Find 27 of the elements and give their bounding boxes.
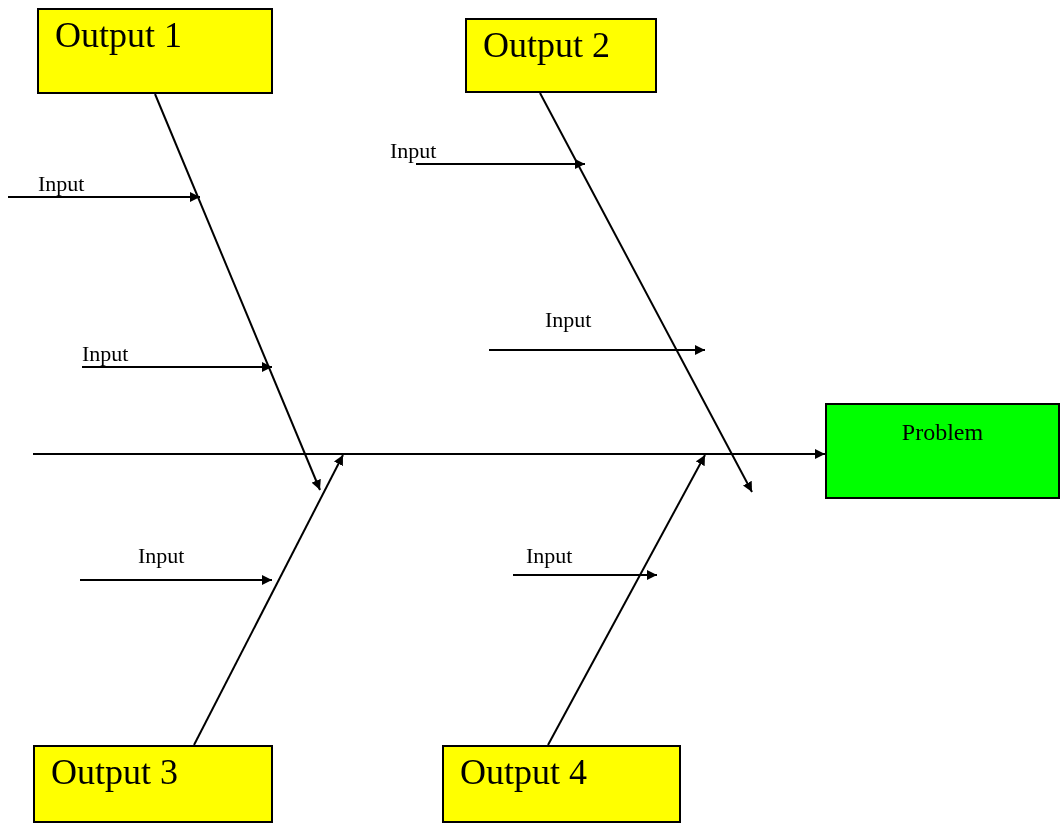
output-box bbox=[37, 8, 273, 94]
input-label: Input bbox=[390, 140, 437, 162]
input-arrow bbox=[81, 362, 273, 372]
input-arrow bbox=[7, 192, 201, 202]
output-box bbox=[442, 745, 681, 823]
output-box bbox=[465, 18, 657, 93]
fishbone-arrow bbox=[154, 93, 321, 491]
output-text: Output 2 bbox=[483, 26, 610, 66]
input-label: Input bbox=[82, 343, 129, 365]
fishbone-arrow bbox=[547, 454, 706, 746]
output-text: Output 3 bbox=[51, 753, 178, 793]
output-text: Output 1 bbox=[55, 16, 182, 56]
fishbone-arrow bbox=[539, 92, 753, 493]
input-arrow bbox=[488, 345, 706, 355]
input-label: Input bbox=[545, 309, 592, 331]
problem-box bbox=[825, 403, 1060, 499]
input-arrow bbox=[79, 575, 273, 585]
output-box bbox=[33, 745, 273, 823]
spine-arrow bbox=[32, 449, 826, 459]
input-label: Input bbox=[38, 173, 85, 195]
input-label: Input bbox=[526, 545, 573, 567]
output-text: Output 4 bbox=[460, 753, 587, 793]
input-arrow bbox=[512, 570, 658, 580]
problem-text: Problem bbox=[901, 419, 984, 446]
input-label: Input bbox=[138, 545, 185, 567]
fishbone-arrow bbox=[193, 454, 344, 746]
input-arrow bbox=[415, 159, 586, 169]
